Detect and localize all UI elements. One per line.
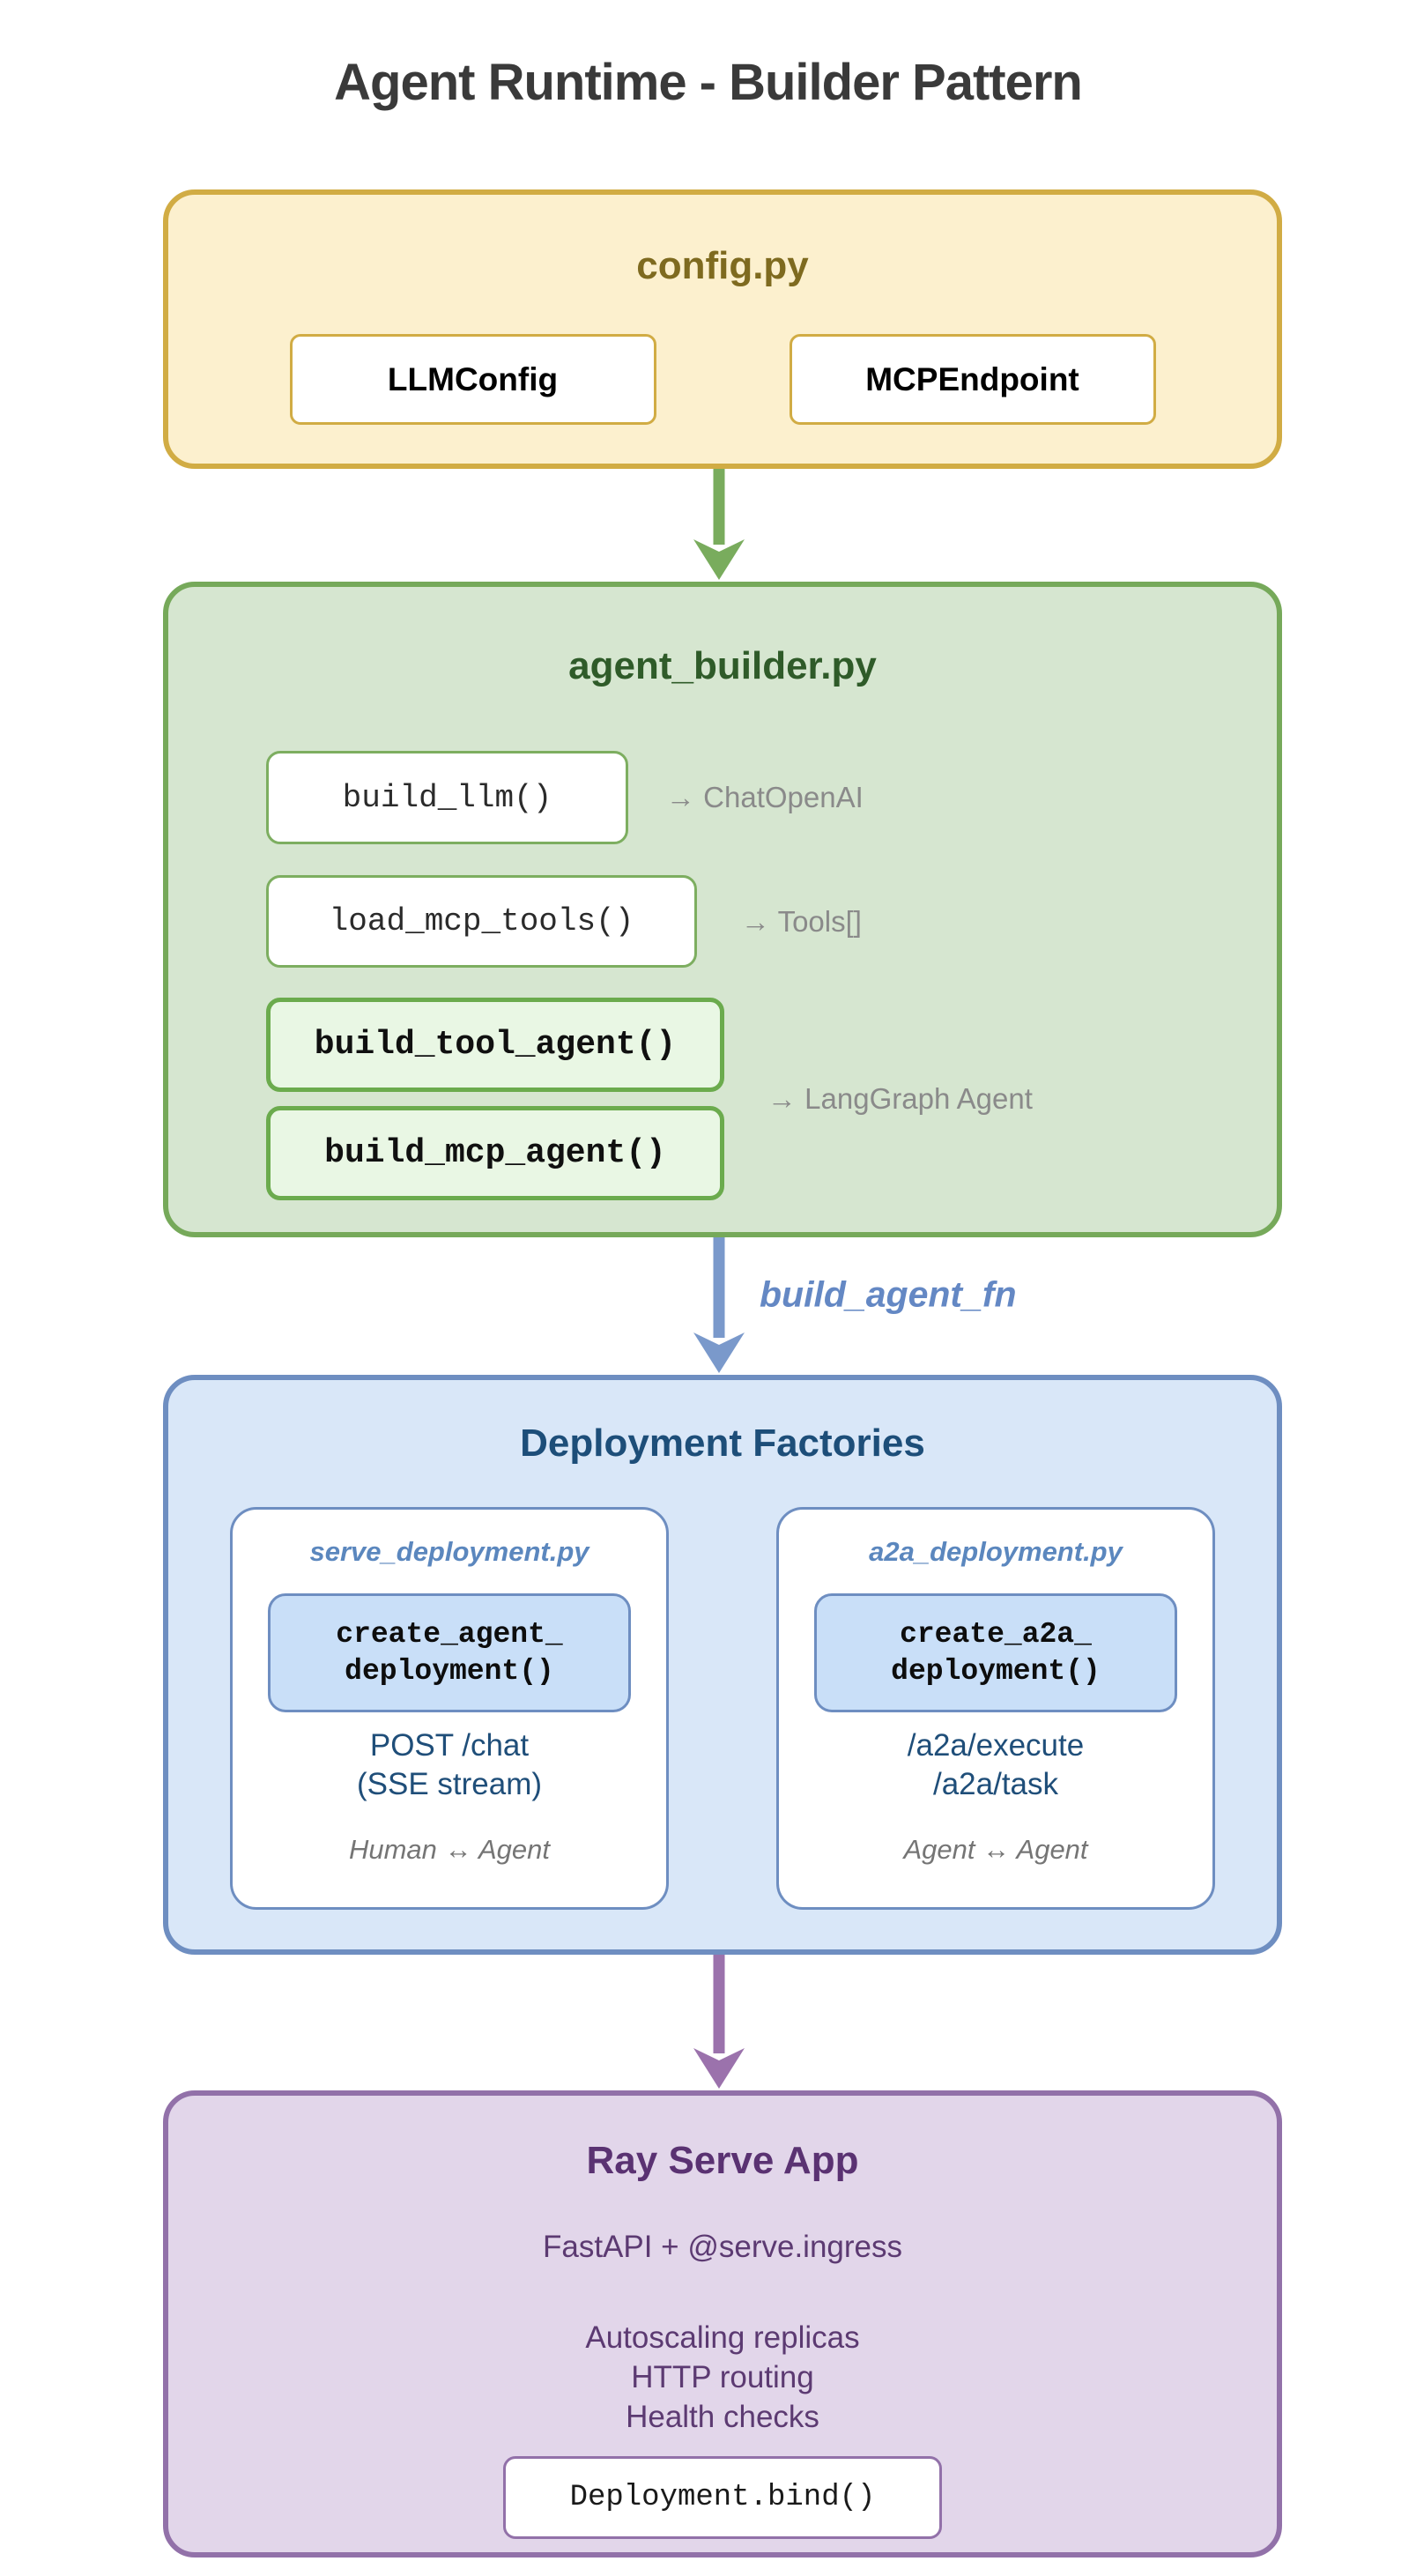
build-agent-fn-label: build_agent_fn [760, 1273, 1017, 1315]
a2a-deployment-filename: a2a_deployment.py [869, 1536, 1123, 1567]
ray-feature-routing: HTTP routing [631, 2360, 814, 2394]
build-tool-agent-row: build_tool_agent() [266, 998, 724, 1092]
arrow-builder-to-factories [693, 1237, 745, 1373]
serve-deployment-filename: serve_deployment.py [309, 1536, 589, 1567]
ray-feature-health: Health checks [626, 2400, 819, 2434]
arrow-factories-to-ray [693, 1955, 745, 2089]
a2a-deployment-card: a2a_deployment.py create_a2a_deployment(… [776, 1507, 1215, 1910]
create-a2a-deployment-line2: deployment() [891, 1654, 1101, 1688]
build-llm-row: build_llm() → ChatOpenAI [266, 751, 864, 844]
llmconfig-node: LLMConfig [289, 334, 656, 425]
create-a2a-deployment-node: create_a2a_deployment() [814, 1593, 1177, 1712]
create-agent-deployment-line1: create_agent_ [336, 1617, 563, 1651]
config-items-row: LLMConfig MCPEndpoint [168, 334, 1277, 425]
arrow-config-to-builder [693, 469, 745, 580]
build-mcp-agent-row: build_mcp_agent() [266, 1106, 724, 1200]
ray-serve-title: Ray Serve App [586, 2139, 859, 2182]
load-mcp-tools-row: load_mcp_tools() → Tools[] [266, 875, 862, 968]
deployment-factories-box: Deployment Factories serve_deployment.py… [163, 1375, 1282, 1955]
deployment-bind-node: Deployment.bind() [503, 2456, 942, 2539]
serve-interaction-label: Human ↔ Agent [348, 1834, 551, 1865]
deployment-cards-row: serve_deployment.py create_agent_deploym… [168, 1507, 1277, 1910]
config-box: config.py LLMConfig MCPEndpoint [163, 189, 1282, 469]
serve-endpoint-chat: POST /chat [369, 1728, 530, 1763]
ray-feature-autoscaling: Autoscaling replicas [585, 2320, 860, 2355]
create-agent-deployment-node: create_agent_deployment() [268, 1593, 631, 1712]
a2a-endpoints: /a2a/execute /a2a/task [779, 1726, 1212, 1804]
mcpendpoint-node: MCPEndpoint [789, 334, 1156, 425]
load-mcp-tools-result: → Tools[] [741, 904, 862, 938]
load-mcp-tools-node: load_mcp_tools() [266, 875, 697, 968]
page-title: Agent Runtime - Builder Pattern [334, 54, 1083, 111]
a2a-endpoint-execute: /a2a/execute [907, 1728, 1085, 1763]
build-llm-result: → ChatOpenAI [666, 781, 864, 813]
serve-endpoints: POST /chat (SSE stream) [233, 1726, 666, 1804]
build-llm-node: build_llm() [266, 751, 628, 844]
create-a2a-deployment-line1: create_a2a_ [900, 1617, 1092, 1651]
a2a-interaction-label: Agent ↔ Agent [903, 1834, 1088, 1865]
serve-deployment-card: serve_deployment.py create_agent_deploym… [230, 1507, 669, 1910]
a2a-endpoint-task: /a2a/task [932, 1767, 1059, 1801]
build-mcp-agent-node: build_mcp_agent() [266, 1106, 724, 1200]
serve-endpoint-sse: (SSE stream) [356, 1767, 543, 1801]
langgraph-agent-result: → LangGraph Agent [767, 1082, 1033, 1115]
ray-serve-features: Autoscaling replicas HTTP routing Health… [168, 2318, 1277, 2437]
ray-serve-box: Ray Serve App FastAPI + @serve.ingress A… [163, 2090, 1282, 2557]
deployment-factories-title: Deployment Factories [520, 1422, 925, 1465]
agent-builder-title: agent_builder.py [568, 644, 877, 687]
create-agent-deployment-line2: deployment() [345, 1654, 554, 1688]
agent-builder-box: agent_builder.py build_llm() → ChatOpenA… [163, 582, 1282, 1237]
build-tool-agent-node: build_tool_agent() [266, 998, 724, 1092]
ray-serve-subtitle: FastAPI + @serve.ingress [542, 2230, 903, 2264]
config-box-title: config.py [636, 244, 809, 287]
